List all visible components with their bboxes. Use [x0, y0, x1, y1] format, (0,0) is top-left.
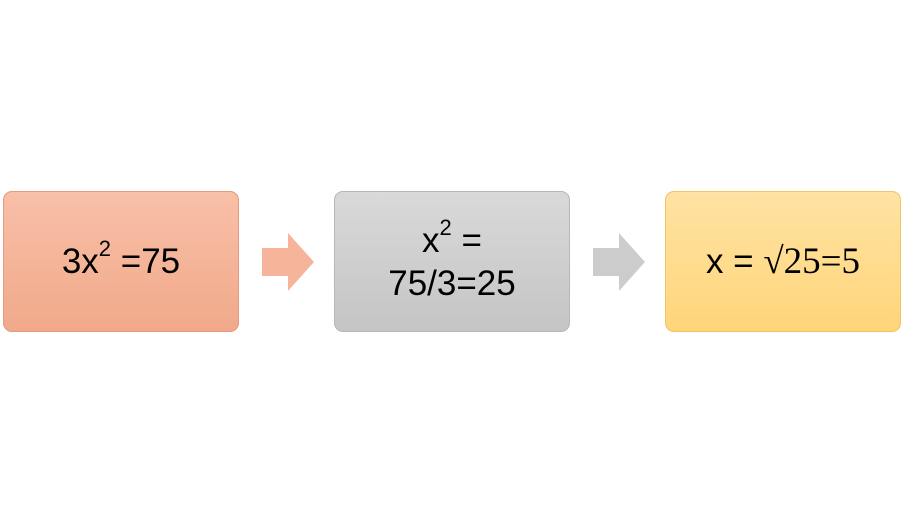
- step-2-equation: x2 = 75/3=25: [388, 216, 516, 305]
- step-2-base: x: [422, 220, 440, 260]
- step-box-2: x2 = 75/3=25: [334, 191, 570, 332]
- right-arrow-icon: [593, 233, 645, 291]
- step-1-exponent: 2: [98, 236, 112, 262]
- step-box-3: x = √25=5: [665, 191, 901, 332]
- step-1-base: 3x: [61, 242, 99, 281]
- step-3-equation: x = √25=5: [706, 240, 860, 283]
- step-1-equation: 3x2 =75: [61, 238, 181, 283]
- step-1-rest: =75: [111, 242, 181, 281]
- step-3-prefix: x =: [705, 242, 764, 281]
- step-3-root-expression: √25=5: [763, 241, 861, 282]
- right-arrow-icon: [262, 233, 314, 291]
- step-2-line-1: x2 =: [422, 216, 482, 262]
- step-2-exponent: 2: [439, 214, 452, 240]
- step-2-line-2: 75/3=25: [388, 263, 516, 303]
- step-2-rest: =: [451, 220, 482, 260]
- step-box-1: 3x2 =75: [3, 191, 239, 332]
